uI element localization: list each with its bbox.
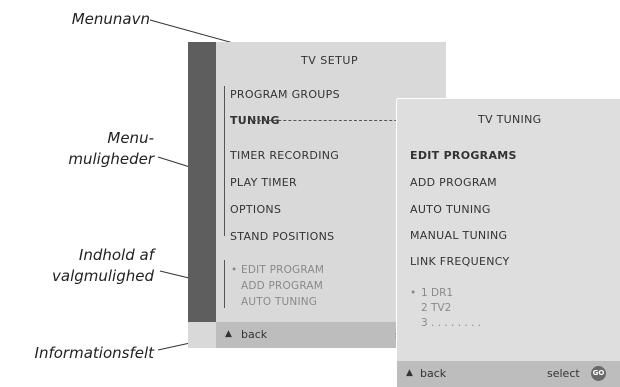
menu-sidebar: [188, 42, 216, 322]
channel-item: 1 DR1: [421, 287, 454, 299]
select-button[interactable]: select: [547, 367, 580, 380]
submenu-preview-item: EDIT PROGRAM: [241, 264, 325, 276]
up-triangle-icon: ▲: [225, 329, 232, 339]
menu-item-options[interactable]: OPTIONS: [230, 203, 282, 216]
menu-item-link-frequency[interactable]: LINK FREQUENCY: [410, 255, 510, 268]
callout-menu-options-line1: Menu-: [107, 129, 154, 147]
callout-menu-name: Menunavn: [72, 9, 150, 30]
list-item: ADD PROGRAM: [231, 278, 324, 294]
go-button-icon[interactable]: GO: [591, 366, 606, 381]
menu-item-manual-tuning[interactable]: MANUAL TUNING: [410, 229, 508, 242]
callout-menu-options-line2: muligheder: [68, 150, 154, 168]
up-triangle-icon: ▲: [406, 368, 413, 378]
submenu-preview: •EDIT PROGRAM ADD PROGRAM AUTO TUNING: [231, 262, 324, 310]
callout-menu-options: Menu- muligheder: [68, 128, 154, 170]
menu-item-auto-tuning[interactable]: AUTO TUNING: [410, 203, 491, 216]
option-content-bracket: [224, 260, 225, 308]
callout-menu-name-text: Menunavn: [71, 10, 150, 28]
menu-item-timer-recording[interactable]: TIMER RECORDING: [230, 149, 340, 162]
tv-tuning-title: TV TUNING: [478, 113, 542, 126]
channel-item: 3 . . . . . . . .: [421, 317, 482, 329]
info-bar: ▲ back select GO: [397, 361, 620, 387]
back-button[interactable]: back: [241, 328, 268, 341]
submenu-preview-item: AUTO TUNING: [241, 296, 318, 308]
menu-item-stand-positions[interactable]: STAND POSITIONS: [230, 230, 335, 243]
channel-item: 2 TV2: [421, 302, 452, 314]
list-item: 3 . . . . . . . .: [410, 316, 481, 331]
callout-option-content: Indhold af valgmulighed: [52, 245, 154, 287]
list-item: •EDIT PROGRAM: [231, 264, 325, 276]
submenu-preview-item: ADD PROGRAM: [241, 280, 324, 292]
menu-item-edit-programs[interactable]: EDIT PROGRAMS: [410, 149, 517, 162]
channel-list: •1 DR1 2 TV2 3 . . . . . . . .: [410, 286, 481, 331]
menu-item-program-groups[interactable]: PROGRAM GROUPS: [230, 88, 340, 101]
list-item: •1 DR1: [410, 287, 454, 299]
list-item: 2 TV2: [410, 301, 481, 316]
tuning-connector-line: [253, 120, 473, 121]
menu-item-add-program[interactable]: ADD PROGRAM: [410, 176, 497, 189]
callout-info-field: Informationsfelt: [35, 343, 154, 364]
back-button[interactable]: back: [420, 367, 447, 380]
menu-options-bracket: [224, 86, 225, 236]
list-item: AUTO TUNING: [231, 294, 324, 310]
callout-info-field-text: Informationsfelt: [34, 344, 154, 362]
menu-item-play-timer[interactable]: PLAY TIMER: [230, 176, 297, 189]
tv-tuning-menu: TV TUNING EDIT PROGRAMS ADD PROGRAM AUTO…: [397, 99, 620, 387]
callout-option-content-line1: Indhold af: [78, 246, 154, 264]
tv-setup-title: TV SETUP: [301, 54, 359, 67]
callout-option-content-line2: valgmulighed: [52, 267, 154, 285]
